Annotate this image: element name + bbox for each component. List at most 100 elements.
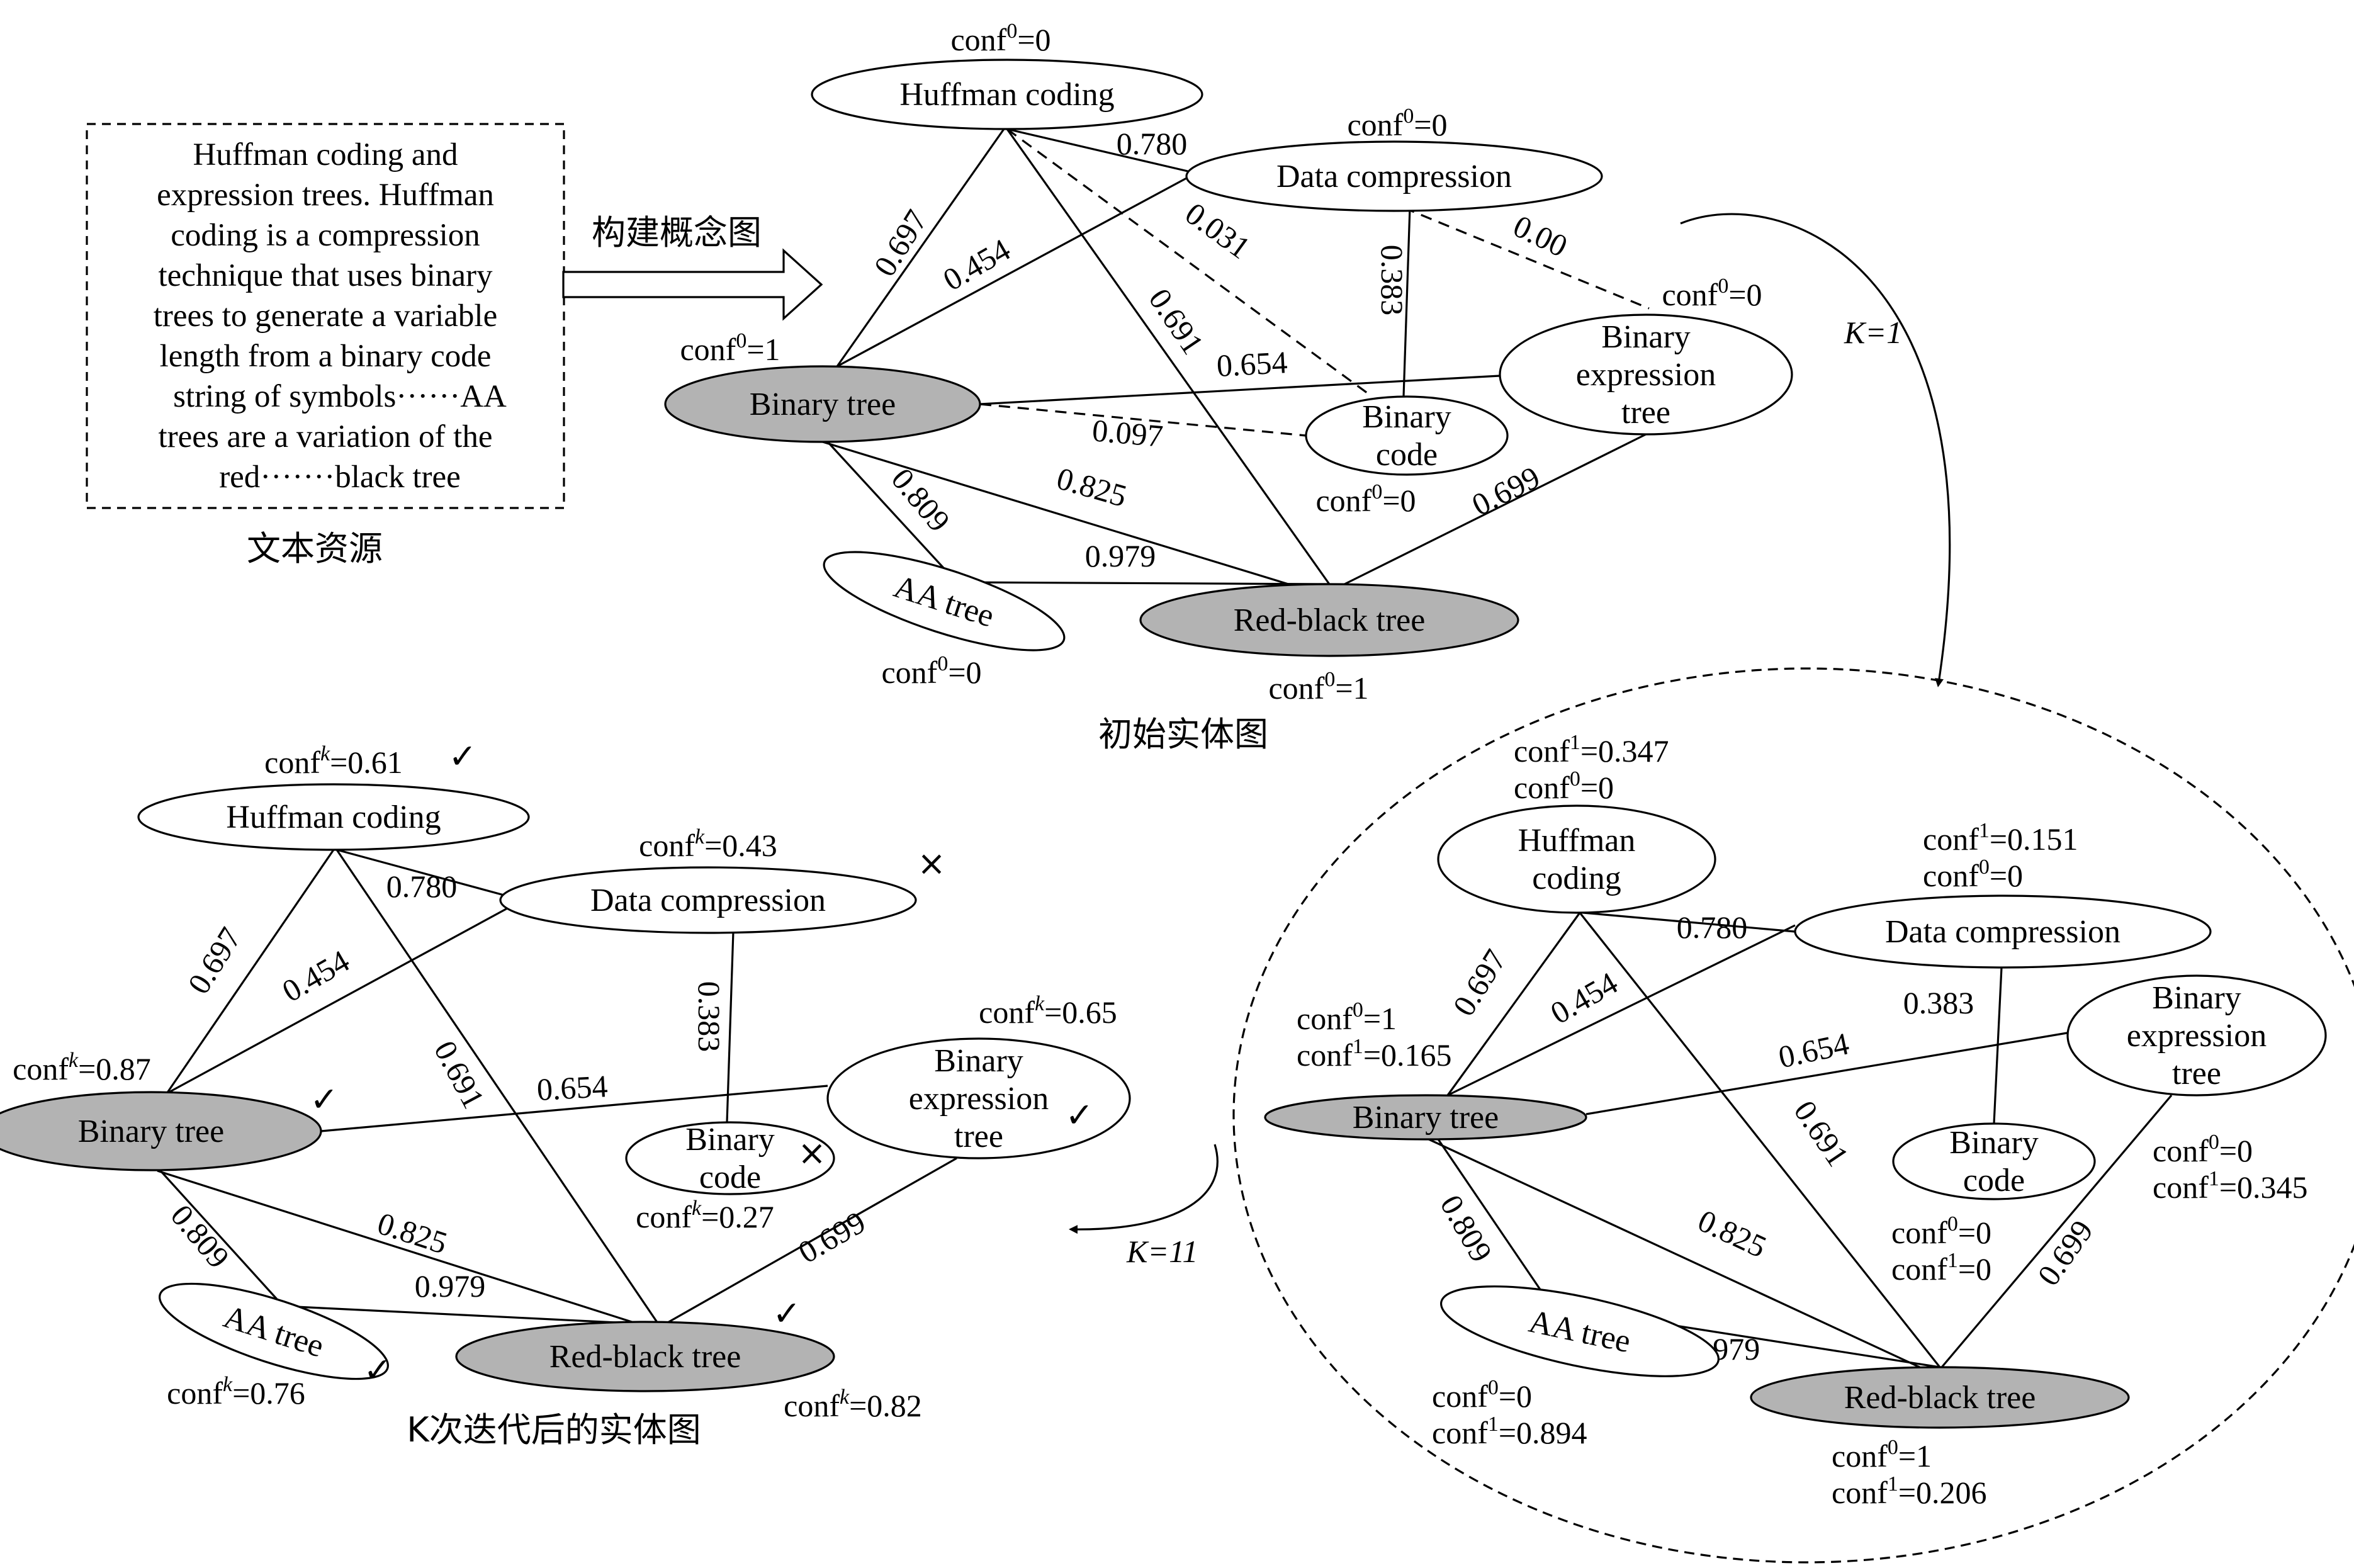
node-ellipse [826, 1037, 1131, 1159]
conf-label-datacomp: conf0=0 [1923, 855, 2023, 893]
node-huffman: Huffman coding [811, 59, 1203, 130]
edge-huffman-bintree [166, 849, 335, 1094]
node-datacomp: Data compression [499, 866, 917, 934]
source-line: coding is a compression [171, 218, 480, 253]
graph-caption: K次迭代后的实体图 [407, 1410, 701, 1450]
conf-label-bintree: conf1=0.165 [1297, 1035, 1452, 1073]
source-line: string of symbols······AA [173, 379, 507, 414]
node-label: Binary [1949, 1125, 2039, 1161]
edge-huffman-bintree [836, 128, 1005, 367]
edge-bintree-aa [826, 441, 958, 584]
node-label: Red-black tree [1234, 602, 1426, 638]
node-label: Binary tree [78, 1114, 224, 1149]
edge-huffman-redblack [1006, 128, 1331, 585]
edge-weight-label: 0.454 [937, 232, 1016, 298]
conf-label-redblack: conf0=1 [1268, 668, 1368, 706]
conf-label-aa: confk=0.76 [167, 1373, 305, 1411]
node-ellipse [1437, 804, 1716, 914]
node-datacomp: Data compression [1185, 140, 1603, 212]
node-ellipse [2066, 974, 2327, 1097]
node-label: Huffman coding [226, 799, 441, 835]
node-label: tree [2172, 1056, 2221, 1091]
conf-label-bintree: conf0=1 [1297, 998, 1397, 1036]
edge-huffman-redblack [335, 849, 659, 1324]
node-ellipse [1264, 1094, 1587, 1141]
node-aa: AA tree [1440, 1285, 1720, 1377]
node-ellipse [811, 59, 1203, 130]
node-ellipse [625, 1121, 835, 1195]
conf-label-datacomp: confk=0.43 [639, 825, 777, 863]
node-ellipse [499, 866, 917, 934]
edge-aa-redblack [956, 581, 1330, 585]
edge-weight-label: 0.691 [1787, 1094, 1856, 1173]
node-label: Data compression [590, 883, 826, 918]
edge-weight-label: 0.383 [1375, 245, 1410, 316]
edge-weight-label: 0.654 [1776, 1025, 1852, 1074]
edge-datacomp-bincode [726, 931, 735, 1123]
node-label: Binary tree [750, 386, 896, 422]
edge-weight-label: 0.697 [1446, 943, 1513, 1022]
conf-label-redblack: conf1=0.206 [1832, 1472, 1987, 1510]
edge-weight-label: 0.825 [1692, 1202, 1772, 1264]
conf-label-huffman: conf1=0.347 [1514, 731, 1669, 769]
node-ellipse [1892, 1122, 2096, 1200]
edge-bintree-redblack [157, 1170, 636, 1324]
edge-bintree-binexp [320, 1085, 828, 1132]
conf-label-redblack: conf0=1 [1832, 1436, 1932, 1474]
k11-arrow [1069, 1144, 1219, 1234]
edge-weight-label: 0.097 [1091, 412, 1164, 454]
node-label: Huffman coding [899, 77, 1114, 113]
source-line: technique that uses binary [158, 258, 493, 293]
source-text-box: Huffman coding and expression trees. Huf… [86, 123, 565, 509]
source-line: trees to generate a variable [154, 298, 498, 334]
edge-weight-label: 0.825 [1053, 460, 1131, 514]
node-label: Binary tree [1353, 1100, 1499, 1136]
node-aa: AA tree [823, 551, 1066, 651]
node-label: coding [1532, 860, 1621, 896]
node-label: expression [2127, 1018, 2267, 1054]
edge-weight-label: 0.809 [884, 461, 957, 538]
edge-weight-label: 0.780 [1117, 126, 1188, 161]
edge-datacomp-bintree [836, 172, 1197, 368]
node-ellipse [664, 365, 981, 443]
edge-bintree-redblack [1428, 1138, 1920, 1368]
check-mark-icon: ✓ [363, 1350, 391, 1390]
edge-weight-label: 0.383 [692, 981, 727, 1052]
edge-weight-label: 0.454 [1545, 965, 1623, 1031]
iteration-boundary [1232, 667, 2354, 1564]
k1-arrow [1680, 213, 1951, 687]
edge-weight-label: 0.691 [1142, 282, 1210, 361]
node-label: tree [954, 1119, 1003, 1154]
conf-label-huffman: conf0=0 [950, 20, 1050, 57]
source-line: red·······black tree [219, 460, 461, 495]
node-label: Data compression [1885, 914, 2120, 950]
edge-binexp-redblack [1940, 1094, 2173, 1368]
edge-bintree-binexp [979, 375, 1501, 405]
node-ellipse [1440, 1285, 1720, 1377]
edge-weight-label: 0.699 [1466, 459, 1545, 522]
edge-bintree-aa [1437, 1139, 1553, 1307]
k1-label: K=1 [1844, 315, 1902, 350]
edge-weight-label: 0.809 [164, 1198, 236, 1275]
edge-bintree-bincode [979, 403, 1307, 437]
edge-weight-label: 0.979 [415, 1268, 486, 1304]
conf-label-aa: conf0=0 [881, 652, 981, 690]
node-label: Binary [685, 1122, 775, 1158]
conf-label-redblack: confk=0.82 [784, 1385, 922, 1423]
node-bintree: Binary tree [1264, 1094, 1587, 1141]
node-ellipse [1750, 1366, 2130, 1429]
edge-weight-label: 0.780 [386, 869, 458, 904]
node-label: expression [909, 1081, 1049, 1117]
graph-caption: 初始实体图 [1098, 714, 1268, 754]
edge-weight-label: 0.699 [2030, 1214, 2100, 1292]
edge-aa-redblack [283, 1305, 630, 1324]
node-ellipse [1305, 395, 1509, 476]
node-redblack: Red-black tree [455, 1321, 835, 1392]
